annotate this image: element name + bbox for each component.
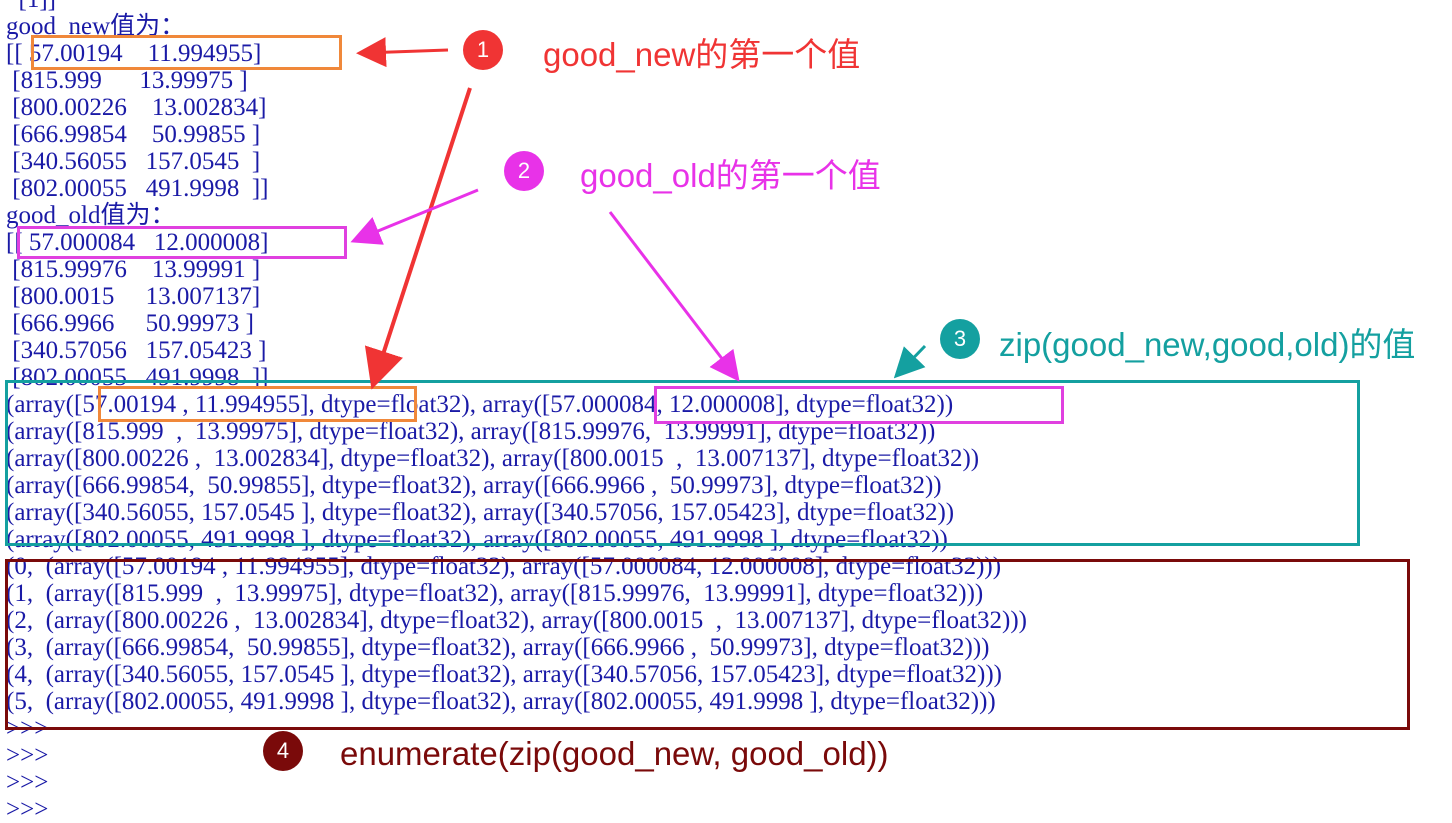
console-line: (0, (array([57.00194 , 11.994955], dtype… (6, 553, 1002, 580)
console-line: [340.56055 157.0545 ] (6, 148, 261, 175)
console-line: (array([666.99854, 50.99855], dtype=floa… (6, 472, 942, 499)
annotation-4-badge: 4 (263, 731, 303, 771)
zip-result-box (5, 380, 1360, 546)
enumerate-result-box (5, 559, 1410, 730)
annotation-4-label: enumerate(zip(good_new, good_old)) (340, 735, 889, 772)
console-line: [340.57056 157.05423 ] (6, 337, 267, 364)
console-line: >>> (6, 796, 49, 823)
console-line: (2, (array([800.00226 , 13.002834], dtyp… (6, 607, 1027, 634)
console-line: [666.9966 50.99973 ] (6, 310, 254, 337)
console-line: [815.999 13.99975 ] (6, 67, 248, 94)
console-line: [802.00055 491.9998 ]] (6, 175, 269, 202)
annotation-1-badge: 1 (463, 30, 503, 70)
console-line: >>> (6, 769, 49, 796)
console-line: [800.00226 13.002834] (6, 94, 267, 121)
annotation-3-label: zip(good_new,good,old)的值 (999, 326, 1416, 363)
console-line: [1]] (6, 0, 56, 13)
zip-first-old-value-box (654, 386, 1064, 424)
console-line: good_old值为： (6, 202, 176, 229)
console-line: [800.0015 13.007137] (6, 283, 261, 310)
console-line: (array([57.00194 , 11.994955], dtype=flo… (6, 391, 954, 418)
annotation-2-badge: 2 (504, 151, 544, 191)
annotation-2-label: good_old的第一个值 (580, 157, 881, 194)
console-line: [666.99854 50.99855 ] (6, 121, 261, 148)
console-line: (3, (array([666.99854, 50.99855], dtype=… (6, 634, 990, 661)
annotation-3-badge: 3 (940, 319, 980, 359)
console-line: [[ 57.00194 11.994955] (6, 40, 262, 67)
annotation-1-label: good_new的第一个值 (543, 36, 861, 73)
good-old-first-value-box (17, 226, 347, 259)
console-line: (4, (array([340.56055, 157.0545 ], dtype… (6, 661, 1002, 688)
console-line: (array([802.00055, 491.9998 ], dtype=flo… (6, 526, 948, 553)
console-line: (array([340.56055, 157.0545 ], dtype=flo… (6, 499, 955, 526)
console-line: >>> (6, 742, 49, 769)
console-line: (array([800.00226 , 13.002834], dtype=fl… (6, 445, 980, 472)
console-line: (1, (array([815.999 , 13.99975], dtype=f… (6, 580, 984, 607)
console-line: [815.99976 13.99991 ] (6, 256, 261, 283)
console-line: (5, (array([802.00055, 491.9998 ], dtype… (6, 688, 996, 715)
good-new-first-value-box (31, 35, 342, 70)
zip-first-new-value-box (98, 386, 417, 422)
